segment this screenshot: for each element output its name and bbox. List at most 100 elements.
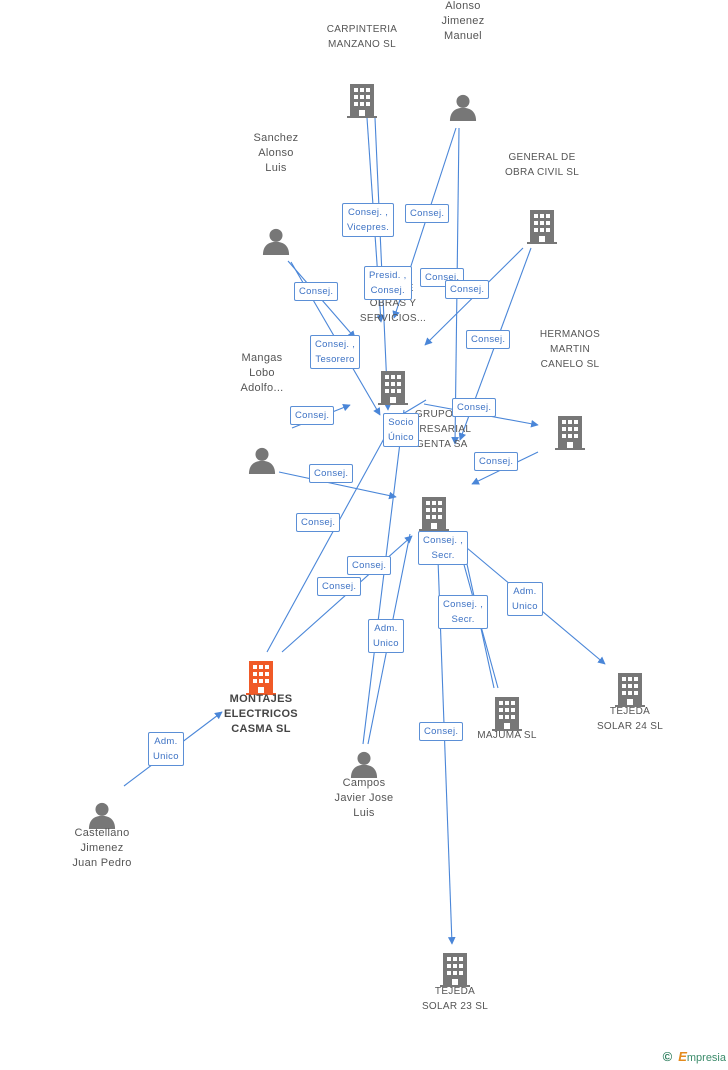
node-label-line: CASMA SL <box>231 723 291 735</box>
node-label-line: Juan Pedro <box>72 857 132 869</box>
edge-label-e12[interactable]: Consej. <box>474 452 519 471</box>
building-icon-montajes[interactable] <box>246 661 276 695</box>
edge-label-line: Unico <box>373 638 399 649</box>
edge-label-line: Consej. , <box>347 207 389 218</box>
node-label-majuma[interactable]: MAJUMA SL <box>477 728 536 743</box>
node-label-line: GENERAL DE <box>508 152 576 163</box>
node-label-line: Lobo <box>249 367 275 379</box>
edge-label-e6[interactable]: Consej. <box>294 282 339 301</box>
node-label-line: SOLAR 23 SL <box>421 1001 489 1012</box>
building-icon-majuma[interactable] <box>492 697 522 731</box>
brand-logo[interactable]: ©Empresia <box>663 1049 726 1064</box>
node-label-line: GRUPO <box>414 409 454 420</box>
edge-label-line: Consej. <box>471 334 506 345</box>
node-label-line: MANZANO SL <box>327 39 397 50</box>
node-label-line: Javier Jose <box>334 792 394 804</box>
node-label-line: Mangas <box>241 352 283 364</box>
node-label-line: CARPINTERIA <box>326 24 398 35</box>
node-label-line: OBRA CIVIL SL <box>504 167 580 178</box>
edge-label-line: Consej. <box>425 272 460 283</box>
edge-label-line: Adm. <box>513 586 537 597</box>
edge-label-e13[interactable]: Consej. <box>309 464 354 483</box>
edge-label-e20[interactable]: Adm.Unico <box>368 619 404 653</box>
edge-label-line: Consej. <box>410 208 445 219</box>
person-icon-campos[interactable] <box>350 751 378 778</box>
building-icon-grupo[interactable] <box>419 497 449 531</box>
node-label-line: EMPRESARIAL <box>396 424 472 435</box>
edge-line <box>266 423 393 653</box>
edge-label-line: Único <box>388 432 414 443</box>
edge-label-e18[interactable]: Consej. ,Secr. <box>438 595 489 629</box>
edge-label-line: Consej. <box>457 402 492 413</box>
edge-label-e22[interactable]: Consej. <box>419 722 464 741</box>
edge-label-e16[interactable]: Consej. <box>347 556 392 575</box>
person-icon-mangas[interactable] <box>248 447 276 474</box>
edge-label-e1[interactable]: Consej. , Vicepres. <box>342 203 395 237</box>
building-icon-general_obra[interactable] <box>527 210 557 244</box>
person-icon-sanchez[interactable] <box>262 228 290 255</box>
person-icon-alonso_jm[interactable] <box>449 94 477 121</box>
edge-label-line: Consej. <box>424 726 459 737</box>
node-label-line: Luis <box>353 807 375 819</box>
edge-label-e17[interactable]: Adm. Unico <box>507 582 543 616</box>
edge-label-line: Socio <box>388 417 414 428</box>
edge-label-line: Unico <box>153 751 179 762</box>
node-label-line: SOLAR 24 SL <box>596 721 664 732</box>
node-label-line: TEJEDA <box>434 986 476 997</box>
building-icon-gem[interactable] <box>378 371 408 405</box>
edge-label-line: Consej. <box>479 456 514 467</box>
edge-label-e14[interactable]: Consej. ,Secr. <box>418 531 469 565</box>
edge-label-e9[interactable]: Consej. <box>290 406 335 425</box>
edge-label-e19[interactable]: Consej. <box>317 577 362 596</box>
edge-label-line: Secr. <box>431 550 455 561</box>
edge-label-e7[interactable]: Consej. ,Tesorero <box>310 335 361 369</box>
node-label-line: Sanchez <box>253 132 299 144</box>
edge-label-line: Vicepres. <box>347 222 390 233</box>
node-label-line: MAJUMA SL <box>477 730 537 741</box>
node-label-line: SERVICIOS... <box>359 313 427 324</box>
node-label-line: MARTIN <box>550 344 590 355</box>
edge-label-e21[interactable]: Adm.Unico <box>148 732 184 766</box>
node-label-line: Luis <box>265 162 287 174</box>
node-label-tejeda23[interactable]: TEJEDA SOLAR 23 SL <box>422 984 488 1014</box>
node-label-line: Alonso <box>258 147 294 159</box>
edge-label-line: Consej. , <box>443 599 484 610</box>
edge-label-e15[interactable]: Consej. <box>296 513 341 532</box>
building-icon-hermanos[interactable] <box>555 416 585 450</box>
node-label-line: CANELO SL <box>540 359 600 370</box>
brand-initial: E <box>678 1049 687 1064</box>
edge-label-e8[interactable]: Consej. <box>466 330 511 349</box>
edge-label-e3[interactable]: Presid. ,Consej. <box>364 266 412 300</box>
node-label-line: Castellano <box>74 827 130 839</box>
edge-line <box>362 409 405 745</box>
building-icon-carpinteria[interactable] <box>347 84 377 118</box>
node-label-line: MONTAJES <box>229 693 293 705</box>
node-label-line: OBRAS Y <box>369 298 417 309</box>
node-label-line: Adolfo... <box>240 382 284 394</box>
node-label-line: Jimenez <box>441 15 485 27</box>
edge-label-line: Consej. <box>314 468 349 479</box>
edge-label-line: Consej. , <box>315 339 356 350</box>
edge-label-e2[interactable]: Consej. <box>405 204 450 223</box>
node-label-carpinteria[interactable]: CARPINTERIA MANZANO SL <box>327 22 398 52</box>
edge-label-line: Consej. <box>295 410 330 421</box>
edge-label-line: Presid. , <box>369 270 407 281</box>
edge-label-e5[interactable]: Consej. <box>445 280 490 299</box>
building-icon-tejeda23[interactable] <box>440 953 470 987</box>
edge-label-e11[interactable]: Consej. <box>452 398 497 417</box>
edge-label-line: Unico <box>512 601 538 612</box>
building-icon-tejeda24[interactable] <box>615 673 645 707</box>
node-label-general_obra[interactable]: GENERAL DE OBRA CIVIL SL <box>505 150 579 180</box>
edge-label-line: Consej. <box>450 284 485 295</box>
